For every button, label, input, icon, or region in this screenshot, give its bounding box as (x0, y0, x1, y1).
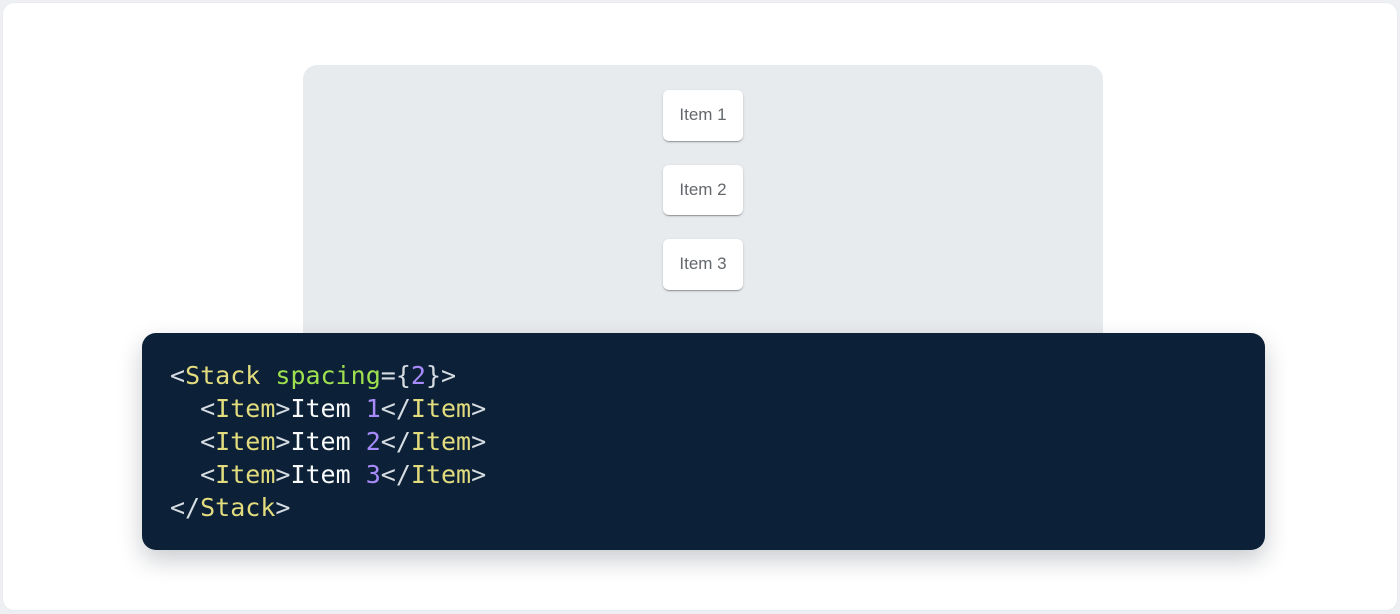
code-token-punctuation: </ (170, 493, 201, 522)
code-line: </Stack> (170, 491, 1237, 524)
code-token-punctuation: > (441, 361, 457, 390)
code-token-number: 2 (365, 427, 381, 456)
code-token-tag: Stack (200, 493, 276, 522)
code-block: <Stack spacing={2}> <Item>Item 1</Item> … (142, 333, 1265, 550)
code-token-punctuation: > (471, 460, 487, 489)
stack-item-card: Item 3 (663, 239, 743, 290)
stack-container: Item 1 Item 2 Item 3 (663, 90, 743, 290)
code-token-tag: Item (215, 427, 276, 456)
code-token-punctuation: > (275, 493, 291, 522)
code-token-plain (170, 460, 200, 489)
code-token-tag: Stack (185, 361, 261, 390)
code-token-punctuation: > (471, 394, 487, 423)
code-token-plain (170, 427, 200, 456)
code-token-punctuation: } (425, 361, 441, 390)
stack-item-label: Item 3 (679, 254, 727, 274)
code-token-punctuation: </ (380, 427, 411, 456)
code-token-number: 2 (410, 361, 426, 390)
code-token-punctuation: < (200, 460, 216, 489)
code-token-tag: Item (215, 460, 276, 489)
stack-item-label: Item 2 (679, 179, 727, 199)
stack-demo-panel: Item 1 Item 2 Item 3 (303, 65, 1103, 357)
code-token-punctuation: = (380, 361, 396, 390)
code-token-plain (260, 361, 275, 390)
code-token-plain: Item (290, 460, 366, 489)
code-token-punctuation: > (275, 460, 291, 489)
code-token-punctuation: > (471, 427, 487, 456)
code-token-punctuation: </ (380, 460, 411, 489)
code-lines: <Stack spacing={2}> <Item>Item 1</Item> … (170, 359, 1237, 524)
code-line: <Item>Item 2</Item> (170, 425, 1237, 458)
code-token-tag: Item (410, 460, 472, 489)
code-token-punctuation: < (200, 427, 216, 456)
code-line: <Item>Item 3</Item> (170, 458, 1237, 491)
stack-item-card: Item 1 (663, 90, 743, 141)
code-token-punctuation: </ (380, 394, 411, 423)
code-token-attr-name: spacing (275, 361, 381, 390)
code-token-number: 1 (365, 394, 381, 423)
code-token-number: 3 (365, 460, 381, 489)
code-token-tag: Item (410, 427, 472, 456)
code-line: <Stack spacing={2}> (170, 359, 1237, 392)
stack-item-card: Item 2 (663, 164, 743, 216)
code-token-punctuation: > (275, 427, 291, 456)
code-token-plain: Item (290, 394, 366, 423)
stack-item-label: Item 1 (679, 105, 727, 124)
code-token-punctuation: < (200, 394, 216, 423)
code-token-plain (170, 394, 200, 423)
code-token-plain: Item (290, 427, 366, 456)
code-line: <Item>Item 1</Item> (170, 392, 1237, 425)
code-token-tag: Item (215, 394, 276, 423)
code-token-tag: Item (410, 394, 472, 423)
code-token-punctuation: > (275, 394, 291, 423)
code-token-punctuation: < (170, 361, 186, 390)
code-token-punctuation: { (395, 361, 411, 390)
